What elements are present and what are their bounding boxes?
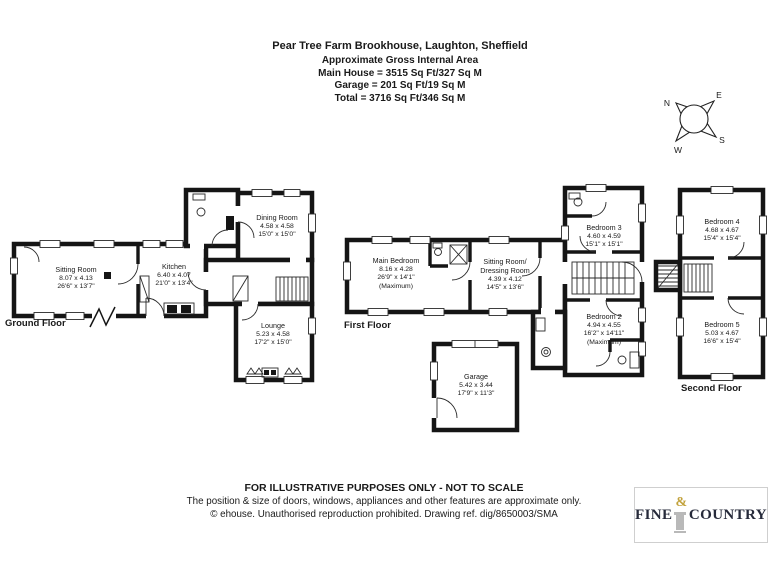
room-dim-imperial: 14'5" x 13'6" bbox=[486, 284, 524, 292]
garage-plan bbox=[430, 340, 520, 433]
room-dim-metric: 4.58 x 4.58 bbox=[260, 222, 294, 230]
first-stairs-icon bbox=[571, 261, 635, 295]
first-floor-plan bbox=[343, 184, 646, 378]
second-windows bbox=[676, 186, 767, 381]
header-total-area: Total = 3716 Sq Ft/346 Sq M bbox=[334, 92, 466, 104]
room-name: Sitting Room bbox=[55, 265, 97, 274]
room-dim-imperial: 21'0" x 13'4" bbox=[155, 280, 193, 288]
room-name: Sitting Room/ bbox=[483, 257, 527, 266]
logo-ampersand: & bbox=[675, 495, 688, 510]
ground-floor-plan bbox=[10, 187, 316, 384]
fine-country-logo: FINE & COUNTRY bbox=[634, 487, 768, 543]
garage-door bbox=[430, 397, 458, 419]
first-floor-label: First Floor bbox=[344, 320, 391, 331]
room-dim-metric: 4.39 x 4.12 bbox=[488, 275, 522, 283]
logo-column: & bbox=[673, 495, 688, 533]
room-label-bedroom-3: Bedroom 3 4.60 x 4.59 15'1" x 15'1" bbox=[585, 223, 623, 250]
room-name: Bedroom 2 bbox=[586, 312, 622, 321]
room-name: Bedroom 3 bbox=[586, 223, 622, 232]
room-sitting-kitchen-wing bbox=[11, 241, 209, 319]
page-title: Pear Tree Farm Brookhouse, Laughton, She… bbox=[272, 40, 528, 52]
column-icon bbox=[674, 512, 687, 533]
logo-country-text: COUNTRY bbox=[688, 506, 767, 523]
room-label-garage: Garage 5.42 x 3.44 17'9" x 11'3" bbox=[457, 372, 495, 399]
room-dining bbox=[235, 190, 315, 263]
ground-fixtures bbox=[104, 193, 279, 378]
room-name: Main Bedroom bbox=[372, 256, 420, 265]
first-interior-walls bbox=[428, 201, 646, 367]
second-interior-walls bbox=[682, 241, 761, 315]
room-dim-imperial: 16'2" x 14'11" bbox=[583, 330, 625, 338]
ground-stairs-icon bbox=[232, 275, 309, 302]
room-label-dining-room: Dining Room 4.58 x 4.58 15'0" x 15'0" bbox=[256, 213, 298, 240]
room-dim-imperial: 26'6" x 13'7" bbox=[57, 283, 95, 291]
room-dim-imperial: 16'6" x 15'4" bbox=[703, 338, 741, 346]
room-label-kitchen: Kitchen 6.40 x 4.07 21'0" x 13'4" bbox=[155, 262, 193, 289]
room-dim-imperial: 15'0" x 15'0" bbox=[258, 231, 296, 239]
second-floor-plan bbox=[653, 186, 767, 381]
first-fixtures bbox=[432, 192, 640, 369]
room-dim-metric: 5.23 x 4.58 bbox=[256, 330, 290, 338]
room-dim-metric: 5.42 x 3.44 bbox=[459, 381, 493, 389]
header-subtitle: Approximate Gross Internal Area bbox=[321, 55, 479, 66]
room-dim-metric: 5.03 x 4.67 bbox=[705, 329, 739, 337]
room-dim-metric: 4.68 x 4.67 bbox=[705, 226, 739, 234]
footer-disclaimer: The position & size of doors, windows, a… bbox=[186, 496, 582, 507]
room-label-bedroom-2: Bedroom 2 4.94 x 4.55 16'2" x 14'11" (Ma… bbox=[583, 312, 625, 347]
room-dim-imperial: 15'1" x 15'1" bbox=[585, 241, 623, 249]
room-label-bedroom-4: Bedroom 4 4.68 x 4.67 15'4" x 15'4" bbox=[703, 217, 741, 244]
ground-floor-label: Ground Floor bbox=[5, 318, 66, 329]
room-label-lounge: Lounge 5.23 x 4.58 17'2" x 15'0" bbox=[254, 321, 292, 348]
compass-north-label: N bbox=[664, 98, 670, 108]
room-dim-imperial: 17'2" x 15'0" bbox=[254, 339, 292, 347]
room-label-main-bedroom: Main Bedroom 8.16 x 4.28 26'9" x 14'1" (… bbox=[372, 256, 420, 291]
second-stairs-icon bbox=[657, 263, 713, 293]
room-first-bathroom bbox=[530, 309, 568, 371]
header-main-house-area: Main House = 3515 Sq Ft/327 Sq M bbox=[318, 67, 482, 79]
room-name-line2: Dressing Room bbox=[480, 265, 530, 275]
room-label-sitting-room: Sitting Room 8.07 x 4.13 26'6" x 13'7" bbox=[55, 265, 97, 292]
first-windows bbox=[343, 184, 646, 357]
room-dim-metric: 8.07 x 4.13 bbox=[59, 274, 93, 282]
room-label-bedroom-5: Bedroom 5 5.03 x 4.67 16'6" x 15'4" bbox=[703, 320, 741, 347]
room-dim-imperial: 17'9" x 11'3" bbox=[457, 390, 495, 398]
room-dim-metric: 6.40 x 4.07 bbox=[157, 271, 191, 279]
room-dim-note: (Maximum) bbox=[379, 282, 413, 290]
footer: FOR ILLUSTRATIVE PURPOSES ONLY - NOT TO … bbox=[0, 482, 768, 521]
room-name: Garage bbox=[464, 372, 488, 381]
second-floor-label: Second Floor bbox=[681, 383, 742, 394]
room-dim-metric: 8.16 x 4.28 bbox=[379, 265, 413, 273]
footer-disclaimer-bold: FOR ILLUSTRATIVE PURPOSES ONLY - NOT TO … bbox=[244, 482, 524, 494]
compass-east-label: E bbox=[716, 90, 722, 100]
room-dim-metric: 4.94 x 4.55 bbox=[587, 321, 621, 329]
room-dim-metric: 4.60 x 4.59 bbox=[587, 232, 621, 240]
room-dim-imperial: 26'9" x 14'1" bbox=[377, 274, 415, 282]
room-dim-note: (Maximum) bbox=[587, 338, 621, 346]
header-garage-area: Garage = 201 Sq Ft/19 Sq M bbox=[334, 80, 466, 92]
room-dim-imperial: 15'4" x 15'4" bbox=[703, 235, 741, 243]
logo-fine-text: FINE bbox=[635, 506, 673, 523]
compass-icon: N E S W bbox=[664, 90, 725, 155]
ground-windows bbox=[10, 189, 316, 384]
room-name: Dining Room bbox=[256, 213, 298, 222]
room-label-sitting-dressing-room: Sitting Room/ Dressing Room 4.39 x 4.12 … bbox=[480, 257, 530, 293]
room-name: Kitchen bbox=[162, 262, 186, 271]
garage-windows bbox=[430, 340, 499, 381]
compass-south-label: S bbox=[719, 135, 725, 145]
room-name: Bedroom 5 bbox=[704, 320, 740, 329]
room-name: Bedroom 4 bbox=[704, 217, 740, 226]
ground-interior-walls bbox=[117, 206, 306, 321]
room-lounge bbox=[233, 301, 315, 383]
header: Pear Tree Farm Brookhouse, Laughton, She… bbox=[32, 40, 768, 105]
compass-west-label: W bbox=[674, 145, 682, 155]
footer-copyright: © ehouse. Unauthorised reproduction proh… bbox=[210, 509, 558, 520]
room-name: Lounge bbox=[261, 321, 285, 330]
